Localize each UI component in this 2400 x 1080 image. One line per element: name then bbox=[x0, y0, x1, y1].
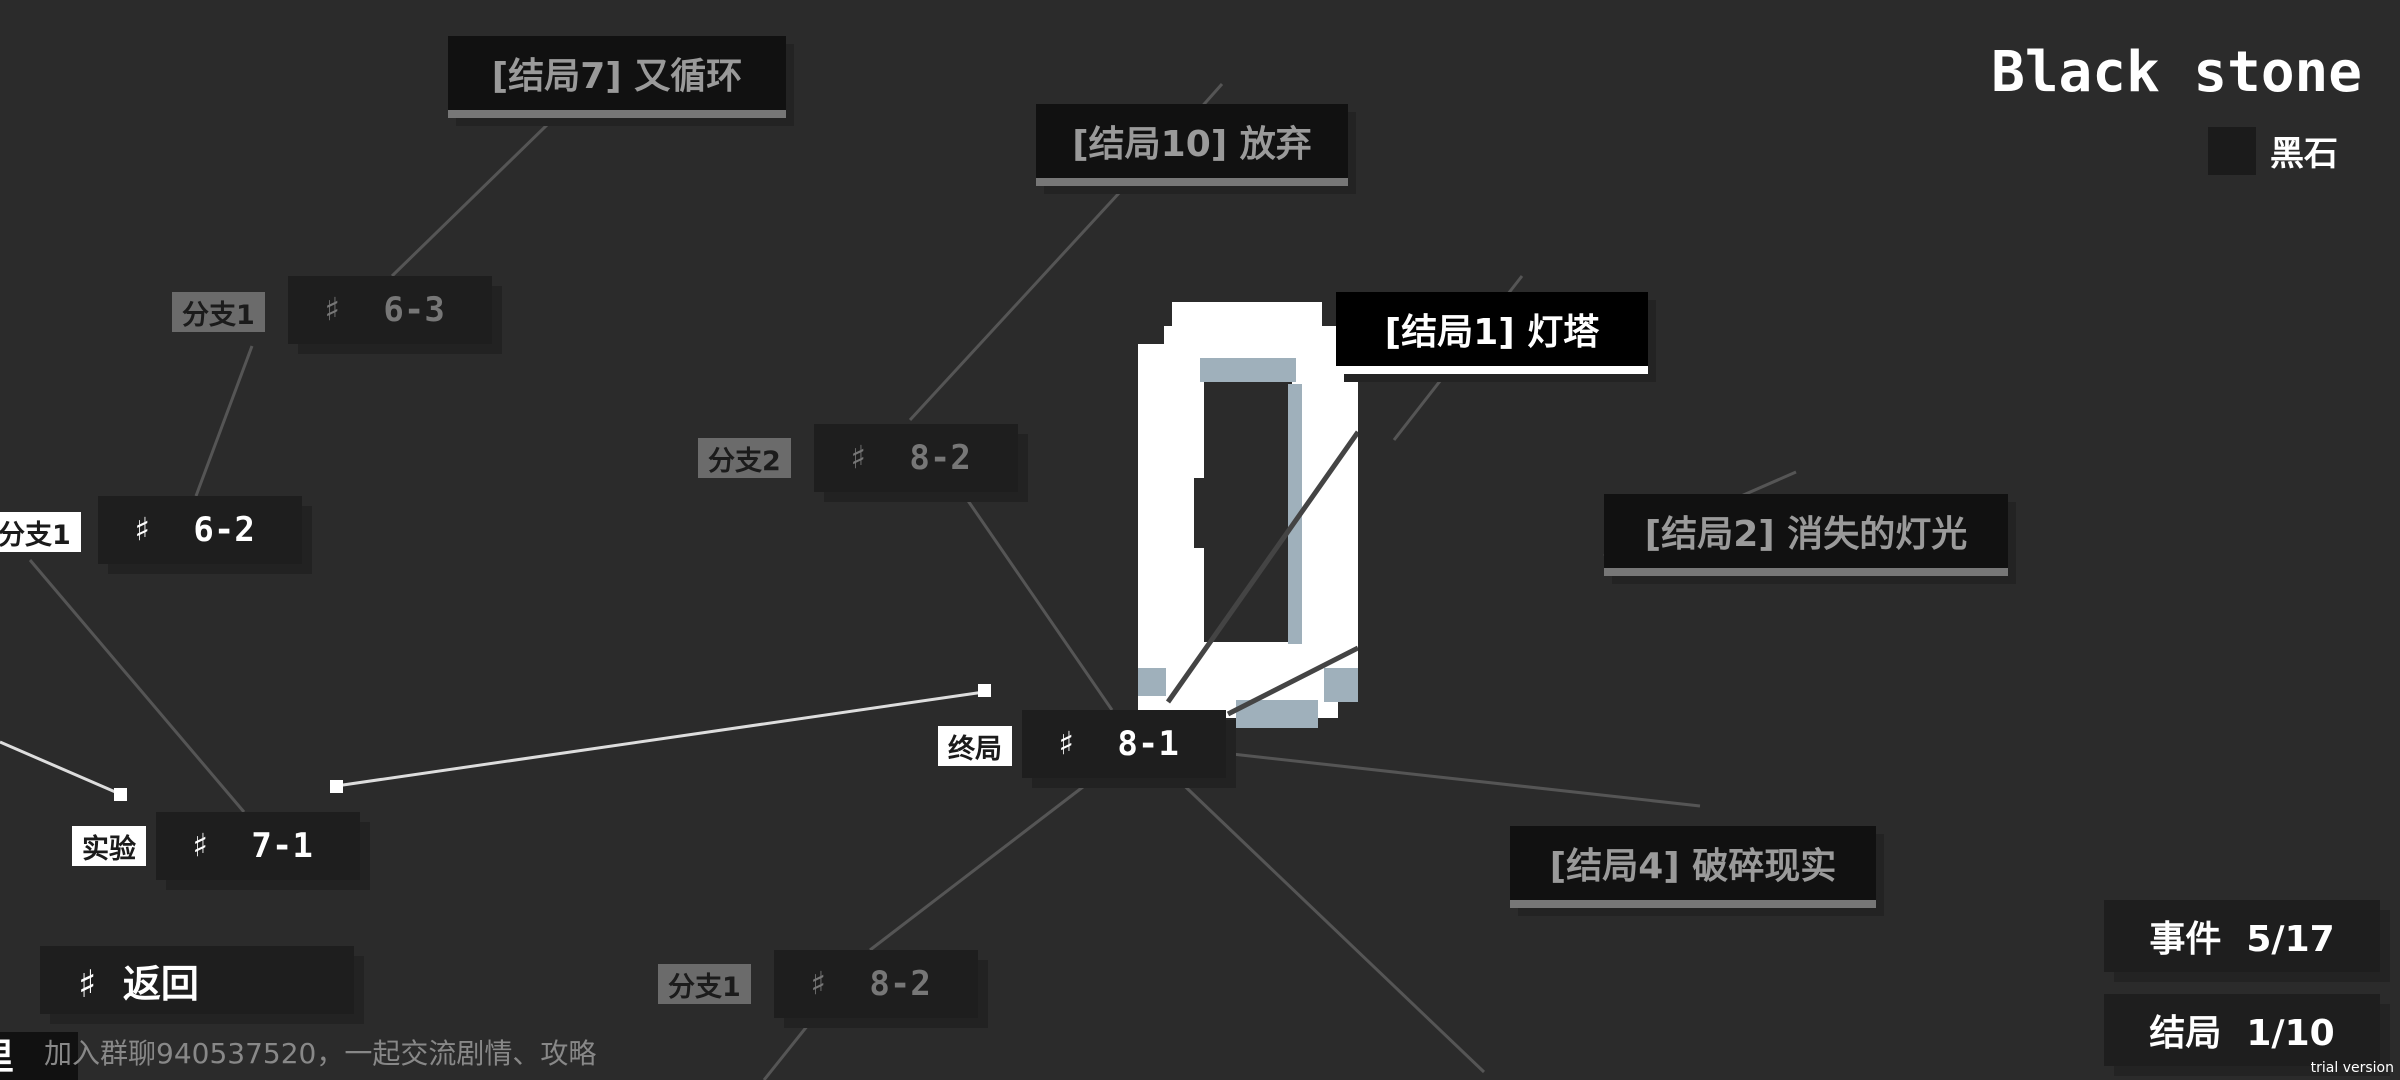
branch-line bbox=[908, 190, 1122, 422]
event-node-6-3[interactable]: ♯ 6-3 bbox=[288, 276, 492, 344]
cropped-button-label: 里 bbox=[0, 1032, 14, 1080]
events-counter: 事件 5/17 bbox=[2104, 900, 2380, 972]
node-tag: 终局 bbox=[938, 726, 1012, 766]
event-node-8-2-bottom[interactable]: ♯ 8-2 bbox=[774, 950, 978, 1018]
watermark: trial version bbox=[2310, 1060, 2394, 1076]
legend-label: 黑石 bbox=[2270, 134, 2338, 174]
branch-line bbox=[390, 122, 550, 278]
event-node-8-2-top[interactable]: ♯ 8-2 bbox=[814, 424, 1018, 492]
branch-line bbox=[1168, 770, 1486, 1074]
footer-text: 加入群聊940537520，一起交流剧情、攻略 bbox=[44, 1037, 597, 1070]
branch-line bbox=[28, 559, 246, 813]
ending-10[interactable]: [结局10] 放弃 bbox=[1036, 104, 1348, 186]
line-endpoint bbox=[330, 780, 343, 793]
line-endpoint bbox=[114, 788, 127, 801]
line-endpoint bbox=[978, 684, 991, 697]
branch-line bbox=[1231, 752, 1701, 808]
event-node-7-1[interactable]: ♯ 7-1 bbox=[156, 812, 360, 880]
node-tag: 分支1 bbox=[0, 512, 81, 552]
node-tag: 分支1 bbox=[172, 292, 265, 332]
node-tag: 实验 bbox=[72, 826, 146, 866]
cropped-button[interactable]: 里 bbox=[0, 1032, 78, 1080]
node-tag: 分支2 bbox=[698, 438, 791, 478]
event-node-6-2[interactable]: ♯ 6-2 bbox=[98, 496, 302, 564]
node-tag: 分支1 bbox=[658, 964, 751, 1004]
active-line bbox=[335, 690, 985, 788]
active-line bbox=[0, 740, 121, 796]
branch-line bbox=[762, 1009, 822, 1080]
page-title: Black stone bbox=[1991, 40, 2362, 105]
branch-line bbox=[960, 491, 1114, 711]
legend: 黑石 bbox=[2208, 126, 2338, 175]
back-button[interactable]: ♯ 返回 bbox=[40, 946, 354, 1014]
event-node-8-1[interactable]: ♯ 8-1 bbox=[1022, 710, 1226, 778]
legend-swatch bbox=[2208, 126, 2256, 175]
branch-line bbox=[869, 778, 1093, 952]
branch-line bbox=[194, 345, 254, 497]
endings-counter: 结局 1/10 bbox=[2104, 994, 2380, 1066]
ending-7[interactable]: [结局7] 又循环 bbox=[448, 36, 786, 118]
ending-1[interactable]: [结局1] 灯塔 bbox=[1336, 292, 1648, 374]
ending-4[interactable]: [结局4] 破碎现实 bbox=[1510, 826, 1876, 908]
ending-2[interactable]: [结局2] 消失的灯光 bbox=[1604, 494, 2008, 576]
black-stone-sprite bbox=[1138, 302, 1358, 728]
